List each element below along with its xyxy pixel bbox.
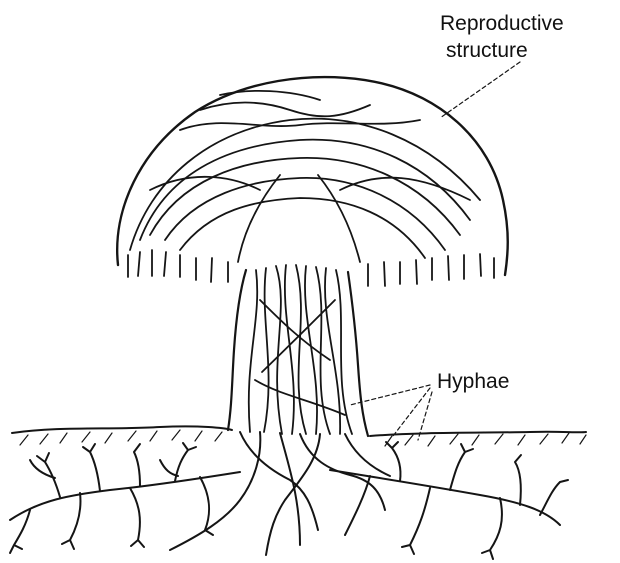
hyphae-leader-line-2 [393,388,430,436]
stalk-hyphae-strands [249,265,352,434]
mushroom-cap [117,77,508,275]
underground-hyphae-right [330,442,568,559]
soil-surface [12,426,586,436]
reproductive-structure-label-line2: structure [446,37,528,64]
reproductive-structure-label-line1: Reproductive [440,10,564,37]
hyphae-label: Hyphae [437,368,509,395]
reproductive-leader-line [440,62,520,118]
underground-hyphae-left [10,443,240,553]
hyphae-leader-line-1 [350,385,430,405]
stalk-root-hyphae [170,432,390,555]
